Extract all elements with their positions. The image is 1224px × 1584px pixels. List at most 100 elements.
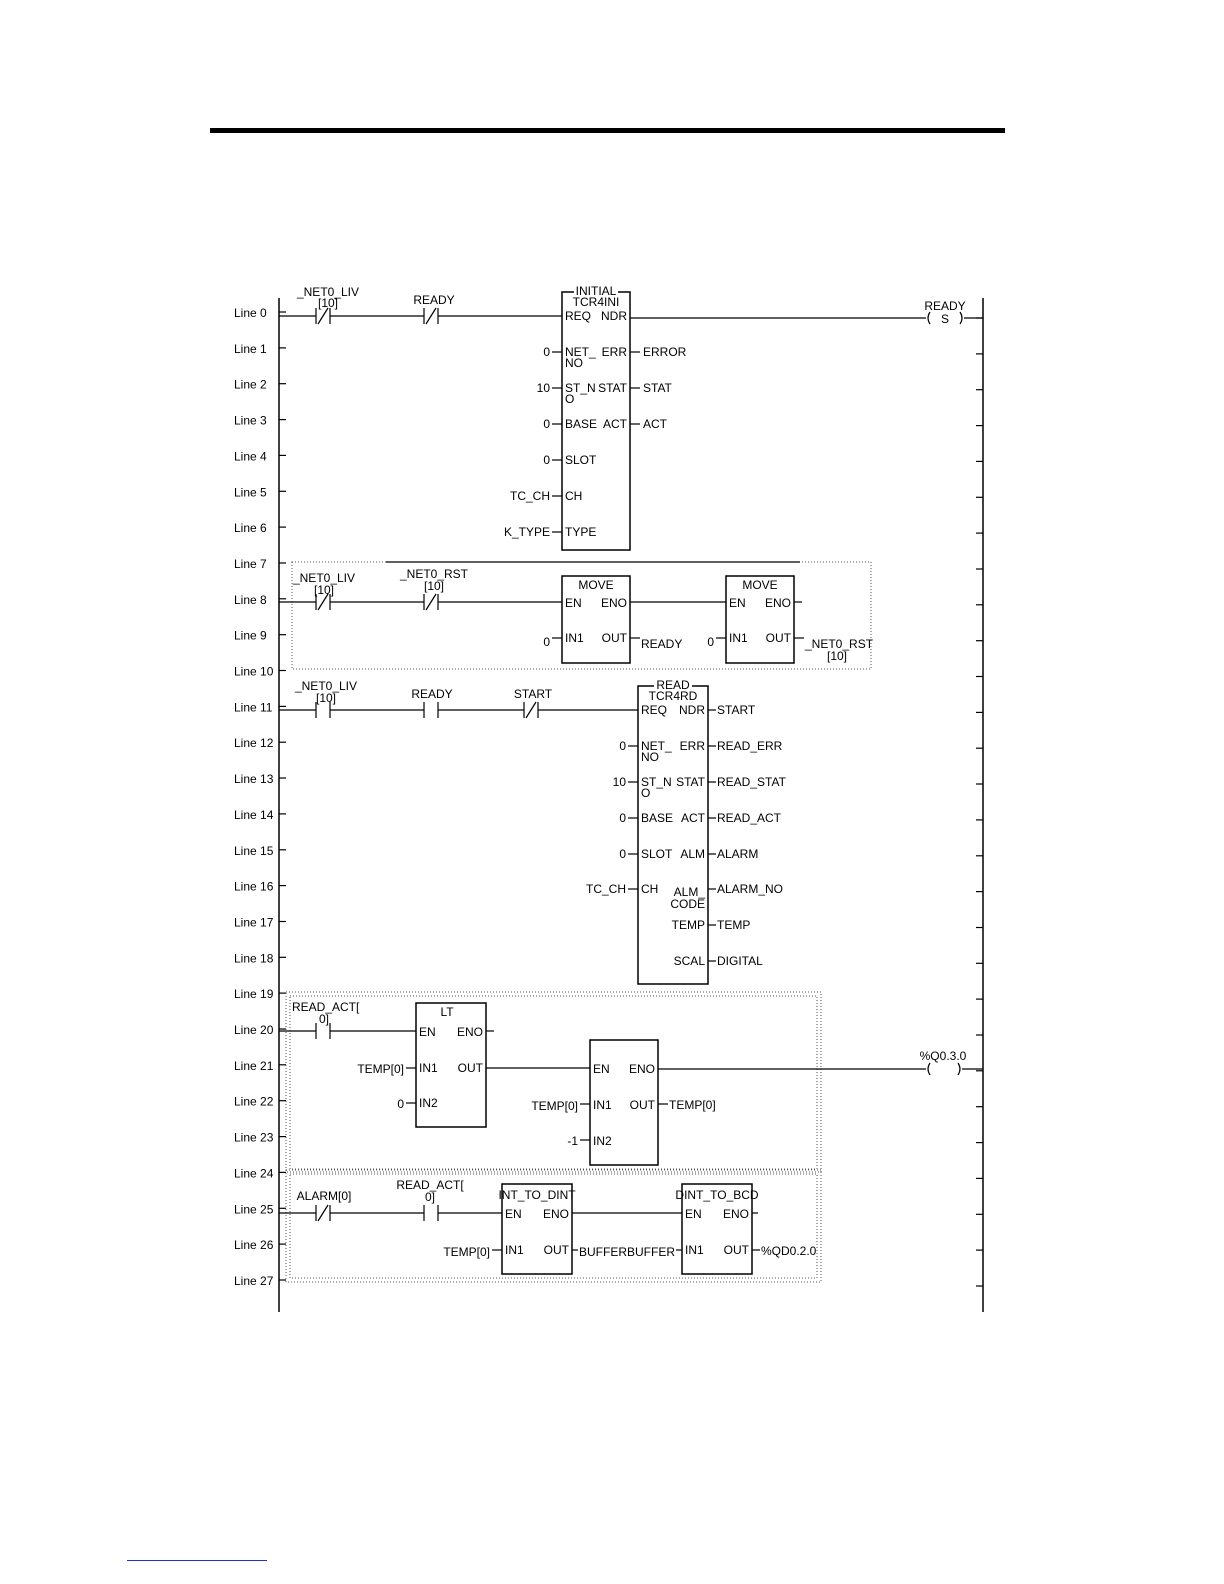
diagram-label: ERROR [643, 345, 687, 359]
diagram-label: TEMP[0] [669, 1098, 716, 1112]
rail-ticks [279, 311, 983, 1287]
rung-lt-frame-inner [289, 995, 818, 1170]
line-label: Line 4 [234, 449, 267, 463]
diagram-label: EN [565, 596, 582, 610]
diagram-label: OUT [544, 1243, 570, 1257]
diagram-label: ST_N [565, 381, 596, 395]
line-label: Line 14 [234, 808, 274, 822]
diagram-label: O [641, 786, 650, 800]
diagram-label: TEMP [672, 918, 705, 932]
diagram-label: NO [565, 356, 583, 370]
diagram-label: OUT [630, 1098, 656, 1112]
diagram-label: TEMP[0] [531, 1099, 578, 1113]
diagram-label: IN2 [419, 1096, 438, 1110]
diagram-label: ENO [723, 1207, 749, 1221]
diagram-label: BUFFER [627, 1245, 675, 1259]
diagram-label: TEMP[0] [357, 1062, 404, 1076]
diagram-label: OUT [602, 631, 628, 645]
diagram-label: INT_TO_DINT [498, 1188, 576, 1202]
diagram-label: CH [641, 882, 658, 896]
diagram-label: EN [505, 1207, 522, 1221]
diagram-label: DIGITAL [717, 954, 763, 968]
diagram-label: LT [440, 1005, 454, 1019]
tcr4rd-block [637, 685, 709, 985]
diagram-label: STAT [676, 775, 706, 789]
diagram-label: 10 [613, 775, 627, 789]
diagram-label: ENO [543, 1207, 569, 1221]
rung-convert-frame-inner [289, 1173, 818, 1279]
diagram-label: START [514, 687, 553, 701]
diagram-label: -1 [567, 1134, 578, 1148]
move-block-2 [725, 575, 795, 664]
line-label: Line 16 [234, 880, 274, 894]
diagram-label: _NET0_LIV [294, 679, 357, 693]
diagram-label: ENO [765, 596, 791, 610]
diagram-label: READ_ACT[ [396, 1178, 464, 1192]
line-label: Line 17 [234, 916, 274, 930]
line-label: Line 20 [234, 1023, 274, 1037]
move-block-1 [561, 575, 631, 664]
line-label: Line 26 [234, 1238, 274, 1252]
diagram-label: ST_N [641, 775, 672, 789]
line-label: Line 13 [234, 772, 274, 786]
diagram-label: 0 [619, 847, 626, 861]
line-label: Line 12 [234, 736, 274, 750]
coil-set-symbol: S [941, 312, 949, 326]
line-label: Line 10 [234, 665, 274, 679]
diagram-label: EN [419, 1025, 436, 1039]
tcr4rd-type: TCR4RD [649, 689, 698, 703]
diagram-label: EN [729, 596, 746, 610]
diagram-label: IN2 [593, 1134, 612, 1148]
diagram-label: SCAL [674, 954, 706, 968]
diagram-label: READ_STAT [717, 775, 787, 789]
diagram-label: SLOT [641, 847, 673, 861]
rung-lt-compare: READ_ACT[ 0] LT EN ENO IN1 IN2 OUT TEMP[… [279, 991, 983, 1173]
line-label: Line 19 [234, 987, 274, 1001]
diagram-label: CODE [670, 897, 705, 911]
diagram-label: _NET0_RST [804, 637, 874, 651]
line-label: Line 5 [234, 485, 267, 499]
diagram-label: OUT [458, 1061, 484, 1075]
diagram-label: SLOT [565, 453, 597, 467]
diagram-label: ACT [643, 417, 668, 431]
diagram-label: STAT [643, 381, 673, 395]
int-to-dint-block [501, 1183, 573, 1275]
contact-ready-label: READY [413, 293, 454, 307]
line-label: Line 15 [234, 844, 274, 858]
lt-block [415, 1002, 487, 1128]
diagram-label: [10] [314, 583, 334, 597]
diagram-label: STAT [598, 381, 628, 395]
diagram-label: NET_ [565, 345, 596, 359]
rung-move: _NET0_LIV [10] _NET0_RST [10] MOVE EN EN… [279, 561, 874, 670]
diagram-label: 0] [425, 1190, 435, 1204]
footer-link-underline[interactable] [127, 1560, 267, 1561]
tcr4ini-type: TCR4INI [573, 295, 620, 309]
diagram-label: START [717, 703, 756, 717]
diagram-label: READ_ACT[ [292, 1000, 360, 1014]
line-label: Line 24 [234, 1166, 274, 1180]
diagram-label: _NET0_LIV [292, 571, 355, 585]
diagram-label: ALARM_NO [717, 882, 783, 896]
diagram-label: ACT [603, 417, 628, 431]
dint-to-bcd-block [681, 1183, 753, 1275]
diagram-label: ALARM[0] [297, 1189, 352, 1203]
diagram-label: ALM_ [674, 885, 706, 899]
diagram-label: BUFFER [579, 1245, 627, 1259]
line-label: Line 27 [234, 1274, 274, 1288]
diagram-label: 0 [619, 811, 626, 825]
diagram-label: MOVE [742, 578, 777, 592]
diagram-label: CH [565, 489, 582, 503]
tcr4ini-block [561, 291, 631, 551]
diagram-label: ERR [602, 345, 628, 359]
diagram-label: %QD0.2.0 [761, 1244, 817, 1258]
diagram-label: 0 [619, 739, 626, 753]
diagram-label: ENO [457, 1025, 483, 1039]
diagram-label: TC_CH [586, 882, 626, 896]
line-label: Line 8 [234, 593, 267, 607]
line-label: Line 18 [234, 951, 274, 965]
diagram-label: IN1 [419, 1061, 438, 1075]
coil-q-label: %Q0.3.0 [920, 1049, 967, 1063]
diagram-label: 0] [319, 1012, 329, 1026]
diagram-label: REQ [565, 309, 591, 323]
